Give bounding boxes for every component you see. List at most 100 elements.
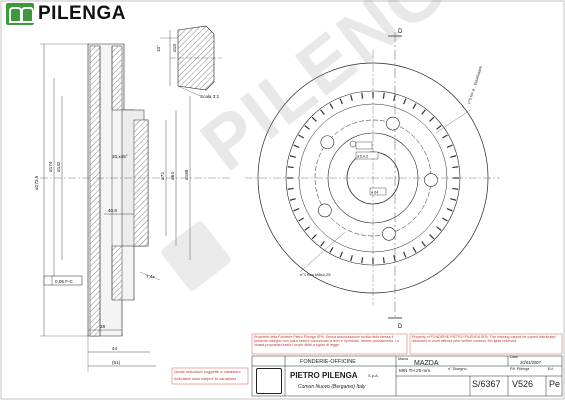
bolt-holes xyxy=(318,116,438,241)
tone-ring-tooth xyxy=(293,144,300,148)
tone-ring-tooth xyxy=(293,208,300,212)
bolt-hole xyxy=(386,116,400,131)
tone-ring-tooth xyxy=(339,98,343,105)
abs-tone-ring xyxy=(287,92,459,264)
dim-outer-diameter: ø273,5 xyxy=(34,175,39,190)
pilenga-ref: V526 xyxy=(512,379,534,389)
disegno-label: n° Disegno xyxy=(448,367,467,371)
company-line2: PIETRO PILENGA xyxy=(290,371,358,380)
bolt-hole xyxy=(424,173,438,187)
note-english: Property of FONDERIE PIETRO PILENGA SPA.… xyxy=(412,335,556,344)
tone-ring-tooth xyxy=(412,246,417,253)
company-city: Comun Nuovo (Bergamo) Italy xyxy=(298,384,366,390)
tone-ring-tooth xyxy=(452,166,459,169)
dim-diameter-c: ø72 xyxy=(160,172,165,180)
tone-ring-tooth xyxy=(329,246,334,253)
dim-small-diameter: ø18 xyxy=(172,44,177,52)
note-indicative-en: Indicative data subject to variations xyxy=(174,376,237,381)
dim-angle: 10° xyxy=(156,45,161,52)
sensor-note: n°5 fori ø... Equidistanti xyxy=(467,66,483,105)
dim-runout: 0,05 F-C xyxy=(55,279,74,284)
tone-ring-tooth xyxy=(361,257,364,264)
tone-ring-tooth xyxy=(298,217,305,222)
tone-ring-tooth xyxy=(403,251,407,258)
tone-ring-tooth xyxy=(393,94,396,101)
tone-ring-tooth xyxy=(289,155,296,158)
dim-bolt-circle: ø114,3 xyxy=(357,155,368,159)
company-suffix: S.p.A. xyxy=(368,373,379,378)
side-section-view xyxy=(40,43,230,372)
tone-ring-tooth xyxy=(350,94,353,101)
rif-label: Rif. Pilenga xyxy=(510,367,530,371)
tone-ring-tooth xyxy=(421,241,426,247)
tone-ring-tooth xyxy=(361,92,364,99)
brand-logo: PILENGA xyxy=(6,3,126,25)
edition: Pe xyxy=(549,379,561,389)
tone-ring-tooth xyxy=(452,187,459,190)
tone-ring-tooth xyxy=(339,251,343,258)
bolt-hole xyxy=(382,226,396,241)
tone-ring-tooth xyxy=(311,234,317,240)
ed-label: Ed. xyxy=(548,367,554,371)
detail-view-scale xyxy=(160,25,222,97)
pilenga-logo-icon xyxy=(6,3,34,25)
bolt-hole xyxy=(320,135,335,150)
bolt-hole xyxy=(318,203,332,218)
tone-ring-tooth xyxy=(429,116,435,122)
tone-ring-tooth xyxy=(304,125,310,130)
tone-ring-tooth xyxy=(382,92,385,99)
tone-ring-tooth xyxy=(412,103,417,110)
title-logo-icon xyxy=(256,366,282,394)
tone-ring-tooth xyxy=(441,217,448,222)
tone-ring-tooth xyxy=(329,103,334,110)
dim-width-28: 28 xyxy=(100,324,106,329)
marca-value: MAZDA xyxy=(414,360,439,367)
holes-note: n°1 foro M8x1,25 xyxy=(300,272,331,277)
dim-width-51: (51) xyxy=(112,360,121,365)
section-mark-bottom: D xyxy=(398,324,403,330)
dim-width-7: 7,4± xyxy=(146,274,155,279)
note-italian: Proprietà della Fonderie Pietro Pilenga … xyxy=(254,335,400,348)
tone-ring-tooth xyxy=(450,155,457,158)
tone-ring-tooth xyxy=(446,144,453,148)
tone-ring-tooth xyxy=(382,257,385,264)
dim-diameter-a: ø174 xyxy=(48,161,53,172)
dim-diameter-d: ø64 xyxy=(170,172,175,180)
tone-ring-tooth xyxy=(320,109,325,115)
dim-chamfer: 33,x45° xyxy=(112,154,128,159)
dim-center-bore: ø 64 xyxy=(371,191,378,195)
tone-ring-tooth xyxy=(421,109,426,115)
company-line1: FONDERIE-OFFICINE xyxy=(300,359,356,365)
dim-width-44: 44 xyxy=(112,346,118,351)
scale-label: Scala 3:1 xyxy=(200,94,220,99)
threaded-hole xyxy=(349,140,357,148)
tone-ring-tooth xyxy=(320,241,325,247)
front-view xyxy=(245,32,500,320)
tone-ring-tooth xyxy=(289,198,296,201)
tone-ring-tooth xyxy=(393,255,396,262)
tone-ring-tooth xyxy=(446,208,453,212)
tone-ring-tooth xyxy=(450,198,457,201)
drawing-code: S/6367 xyxy=(472,379,501,389)
date-label: Data xyxy=(510,355,518,359)
title-block xyxy=(171,333,563,397)
tone-ring-tooth xyxy=(298,134,305,139)
tone-ring-tooth xyxy=(350,255,353,262)
tone-ring-tooth xyxy=(403,98,407,105)
note-indicative-it: Quote indicative soggette a variazioni xyxy=(174,369,241,374)
min-thickness: MIN TH 26 mm. xyxy=(399,368,432,373)
tone-ring-tooth xyxy=(436,226,442,231)
date-value: 20/03/2007 xyxy=(520,360,541,365)
dim-diameter-b: ø142 xyxy=(56,161,61,172)
tone-ring-tooth xyxy=(304,226,310,231)
tone-ring-tooth xyxy=(436,125,442,130)
tone-ring-tooth xyxy=(441,134,448,139)
tone-ring-tooth xyxy=(429,234,435,240)
section-mark-top: D xyxy=(398,29,403,35)
brand-name: PILENGA xyxy=(38,3,126,24)
tone-ring-tooth xyxy=(287,187,294,190)
dim-width-40: 40,5 xyxy=(108,208,117,213)
dim-diameter-e: ø168 xyxy=(184,169,189,180)
tone-ring-tooth xyxy=(287,166,294,169)
